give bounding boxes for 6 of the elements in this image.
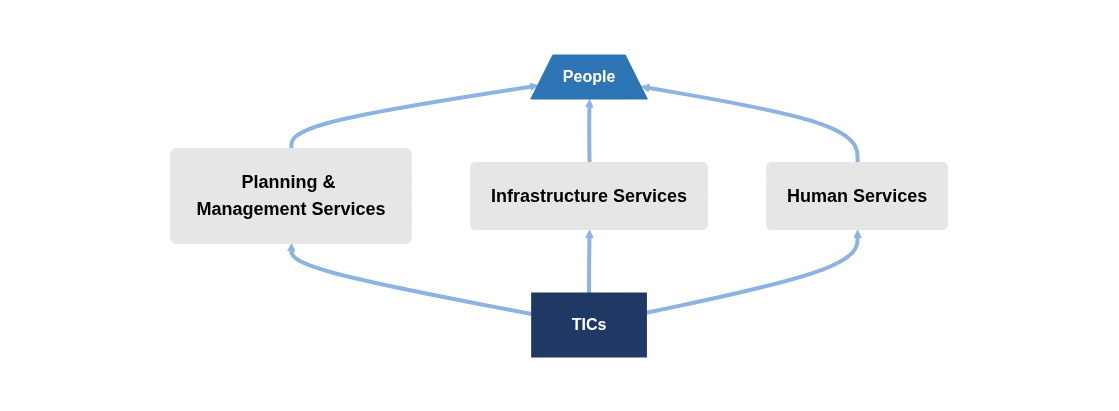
- node-box: TICs: [531, 292, 648, 357]
- arrow: [641, 83, 861, 163]
- arrow: [585, 229, 595, 293]
- arrow: [646, 229, 863, 315]
- arrow: [585, 98, 595, 163]
- arrow: [287, 242, 533, 316]
